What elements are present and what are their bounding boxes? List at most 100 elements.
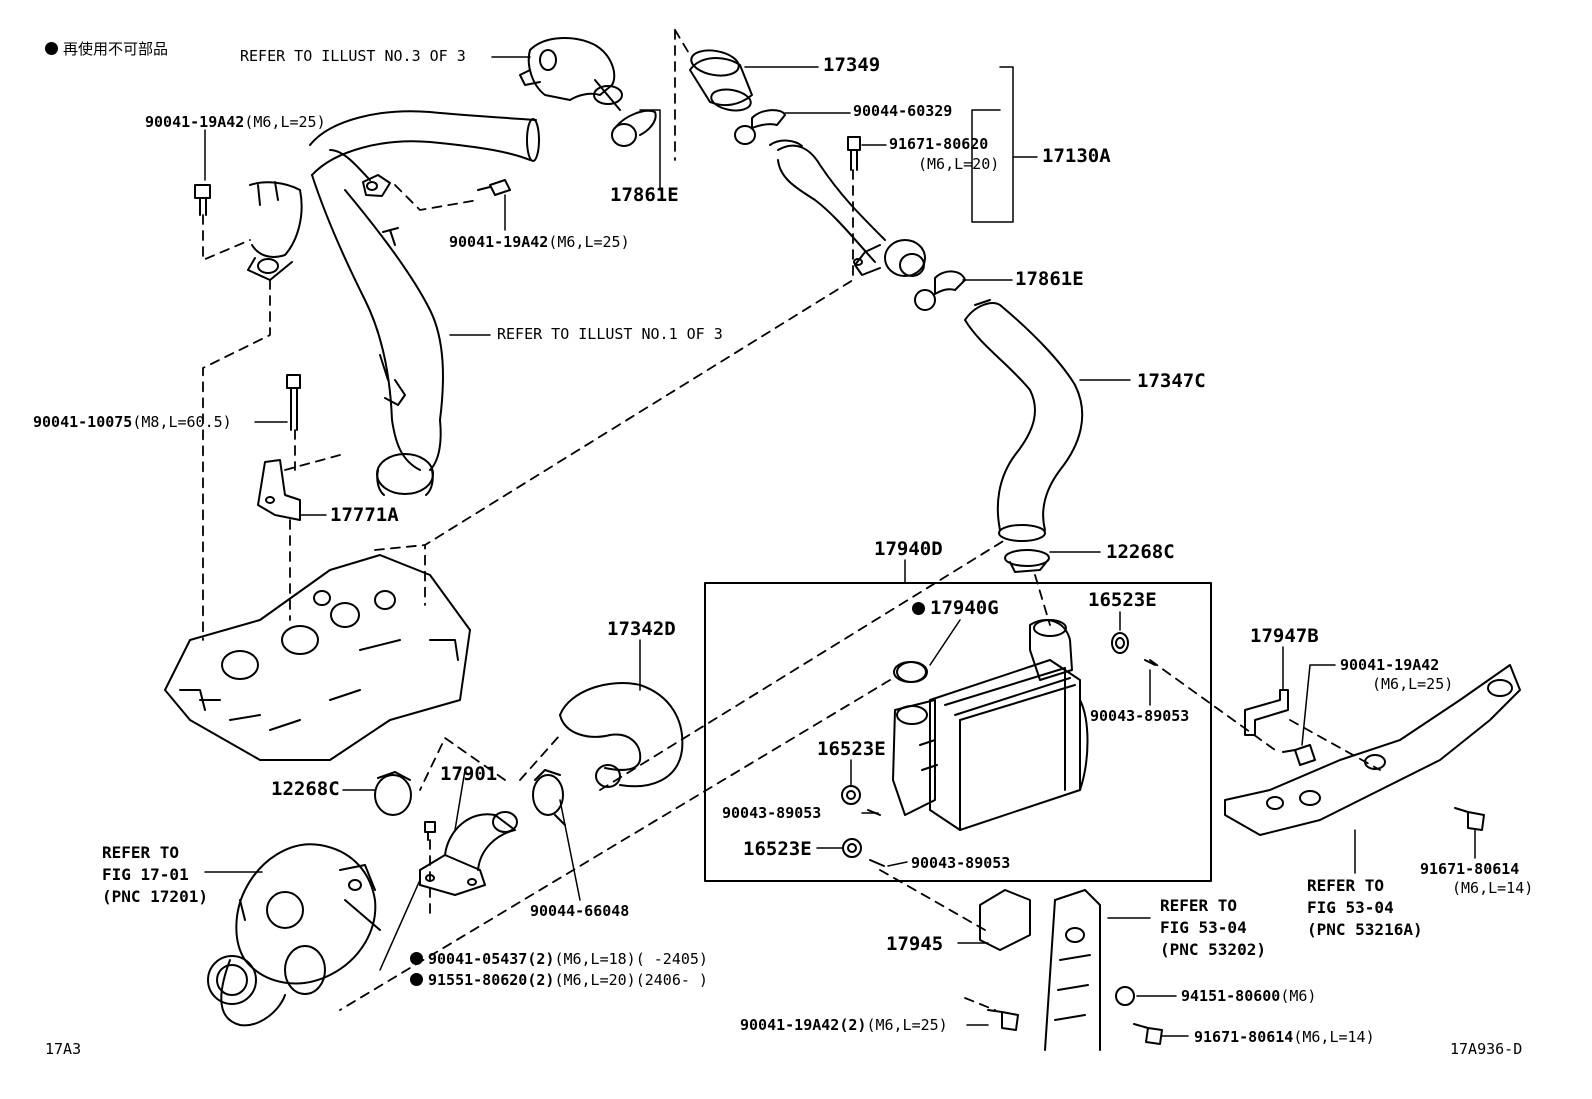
intercooler-box bbox=[704, 582, 1212, 882]
part-spec: (M8,L=60.5) bbox=[132, 413, 232, 431]
part-spec: (M6,L=25) bbox=[548, 233, 630, 251]
turbo-drawing bbox=[207, 843, 381, 1027]
part-17945: 17945 bbox=[886, 933, 944, 955]
part-number: 90041-19A42 bbox=[449, 233, 549, 251]
ref-fig-17-01: REFER TO FIG 17-01 (PNC 17201) bbox=[102, 842, 208, 908]
part-90041-10075: 90041-10075(M8,L=60.5) bbox=[33, 414, 232, 430]
hose-17349-drawing bbox=[689, 49, 753, 112]
bracket-17947B-drawing bbox=[1244, 689, 1289, 736]
clamp-17861E-b-drawing bbox=[914, 270, 966, 311]
ref-line: REFER TO bbox=[1307, 876, 1385, 895]
part-spec: (M6) bbox=[1280, 987, 1317, 1005]
part-90044-60329: 90044-60329 bbox=[853, 102, 953, 120]
clamp-90044-66048-drawing bbox=[532, 769, 566, 826]
bracket-17945-drawing bbox=[979, 889, 1101, 1051]
ref-line: REFER TO bbox=[1160, 896, 1238, 915]
part-number: 91551-80620(2) bbox=[428, 971, 555, 989]
part-91671-80620: 91671-80620 bbox=[889, 135, 989, 153]
outlet-elbow-drawing bbox=[519, 37, 657, 147]
ref-line: (PNC 17201) bbox=[102, 887, 208, 906]
clamp-12268C-a-drawing bbox=[1004, 549, 1050, 573]
part-number: 94151-80600 bbox=[1181, 987, 1281, 1005]
part-number: 90041-10075 bbox=[33, 413, 133, 431]
part-number: 90041-19A42 bbox=[145, 113, 245, 131]
footer-right-code: 17A936-D bbox=[1450, 1040, 1523, 1058]
part-91671-80614-a: 91671-80614 bbox=[1420, 860, 1520, 878]
part-91671-80620-spec: (M6,L=20) bbox=[918, 155, 1000, 173]
hose-17347C-drawing bbox=[964, 299, 1084, 542]
intercooler-drawing bbox=[892, 619, 1089, 831]
part-90043-89053-b: 90043-89053 bbox=[722, 804, 822, 822]
ref-line: FIG 53-04 bbox=[1307, 898, 1394, 917]
frame-member-drawing bbox=[1224, 664, 1521, 836]
part-number: 91671-80614 bbox=[1194, 1028, 1294, 1046]
ref-line: (PNC 53216A) bbox=[1307, 920, 1423, 939]
ref-fig-53-04-b: REFER TO FIG 53-04 (PNC 53216A) bbox=[1307, 875, 1423, 941]
legend-non-reusable: 再使用不可部品 bbox=[45, 42, 168, 57]
ref-illust-1: REFER TO ILLUST NO.1 OF 3 bbox=[497, 325, 723, 343]
ref-fig-53-04-a: REFER TO FIG 53-04 (PNC 53202) bbox=[1160, 895, 1266, 961]
part-spec: (M6,L=25) bbox=[244, 113, 326, 131]
bracket-17771A-drawing bbox=[257, 459, 301, 521]
ref-line: FIG 53-04 bbox=[1160, 918, 1247, 937]
part-17347C: 17347C bbox=[1137, 370, 1206, 392]
part-90041-05437: 90041-05437(2)(M6,L=18)( -2405) bbox=[410, 951, 708, 967]
non-reusable-dot-icon bbox=[410, 952, 423, 965]
dashed-lines bbox=[202, 29, 1381, 1011]
part-16523E-a: 16523E bbox=[1088, 589, 1157, 611]
hose-17130A-drawing bbox=[734, 109, 926, 277]
part-12268C-b: 12268C bbox=[271, 778, 340, 800]
part-90044-66048: 90044-66048 bbox=[530, 902, 630, 920]
elbow-17901-drawing bbox=[419, 811, 518, 896]
part-16523E-b: 16523E bbox=[817, 738, 886, 760]
part-spec: (M6,L=14) bbox=[1293, 1028, 1375, 1046]
part-17861E-b: 17861E bbox=[1015, 268, 1084, 290]
part-spec: (M6,L=20)(2406- ) bbox=[554, 971, 708, 989]
part-17947B: 17947B bbox=[1250, 625, 1319, 647]
part-90041-19A42-b: 90041-19A42(M6,L=25) bbox=[449, 234, 630, 250]
engine-head-drawing bbox=[164, 554, 471, 761]
leader-lines bbox=[204, 56, 1476, 1037]
clamp-12268C-b-drawing bbox=[374, 771, 412, 816]
ref-line: REFER TO bbox=[102, 843, 180, 862]
part-91671-80614-b: 91671-80614(M6,L=14) bbox=[1194, 1029, 1375, 1045]
part-90041-19A42-c: 90041-19A42 bbox=[1340, 656, 1440, 674]
non-reusable-dot-icon bbox=[45, 42, 58, 55]
part-91551-80620: 91551-80620(2)(M6,L=20)(2406- ) bbox=[410, 972, 708, 988]
bolts-drawing bbox=[194, 136, 1485, 1045]
part-17130A: 17130A bbox=[1042, 145, 1111, 167]
intake-pipe-drawing bbox=[247, 110, 540, 496]
part-number: 90041-19A42(2) bbox=[740, 1016, 867, 1034]
part-number: 90041-05437(2) bbox=[428, 950, 555, 968]
part-number: 17940G bbox=[930, 597, 999, 619]
part-17940G: 17940G bbox=[912, 599, 999, 618]
part-17771A: 17771A bbox=[330, 504, 399, 526]
ref-line: FIG 17-01 bbox=[102, 865, 189, 884]
part-17861E-a: 17861E bbox=[610, 184, 679, 206]
part-17901: 17901 bbox=[440, 763, 498, 785]
part-17940D: 17940D bbox=[874, 538, 943, 560]
part-12268C-a: 12268C bbox=[1106, 541, 1175, 563]
part-91671-80614-a-spec: (M6,L=14) bbox=[1452, 879, 1534, 897]
part-90041-19A42-d: 90041-19A42(2)(M6,L=25) bbox=[740, 1017, 948, 1033]
part-90041-19A42-a: 90041-19A42(M6,L=25) bbox=[145, 114, 326, 130]
part-94151-80600: 94151-80600(M6) bbox=[1181, 988, 1316, 1004]
part-90043-89053-c: 90043-89053 bbox=[911, 854, 1011, 872]
footer-left-code: 17A3 bbox=[45, 1040, 82, 1058]
hose-17342D-drawing bbox=[559, 682, 684, 788]
ref-illust-3: REFER TO ILLUST NO.3 OF 3 bbox=[240, 47, 466, 65]
part-90041-19A42-c-spec: (M6,L=25) bbox=[1372, 675, 1454, 693]
ring-17940G-drawing bbox=[893, 661, 927, 683]
part-17349: 17349 bbox=[823, 54, 881, 76]
part-spec: (M6,L=18)( -2405) bbox=[554, 950, 708, 968]
part-spec: (M6,L=25) bbox=[866, 1016, 948, 1034]
part-17342D: 17342D bbox=[607, 618, 676, 640]
legend-text: 再使用不可部品 bbox=[63, 40, 169, 58]
grommets-drawing bbox=[841, 632, 1156, 867]
non-reusable-dot-icon bbox=[410, 973, 423, 986]
part-16523E-c: 16523E bbox=[743, 838, 812, 860]
part-90043-89053-a: 90043-89053 bbox=[1090, 707, 1190, 725]
ref-line: (PNC 53202) bbox=[1160, 940, 1266, 959]
